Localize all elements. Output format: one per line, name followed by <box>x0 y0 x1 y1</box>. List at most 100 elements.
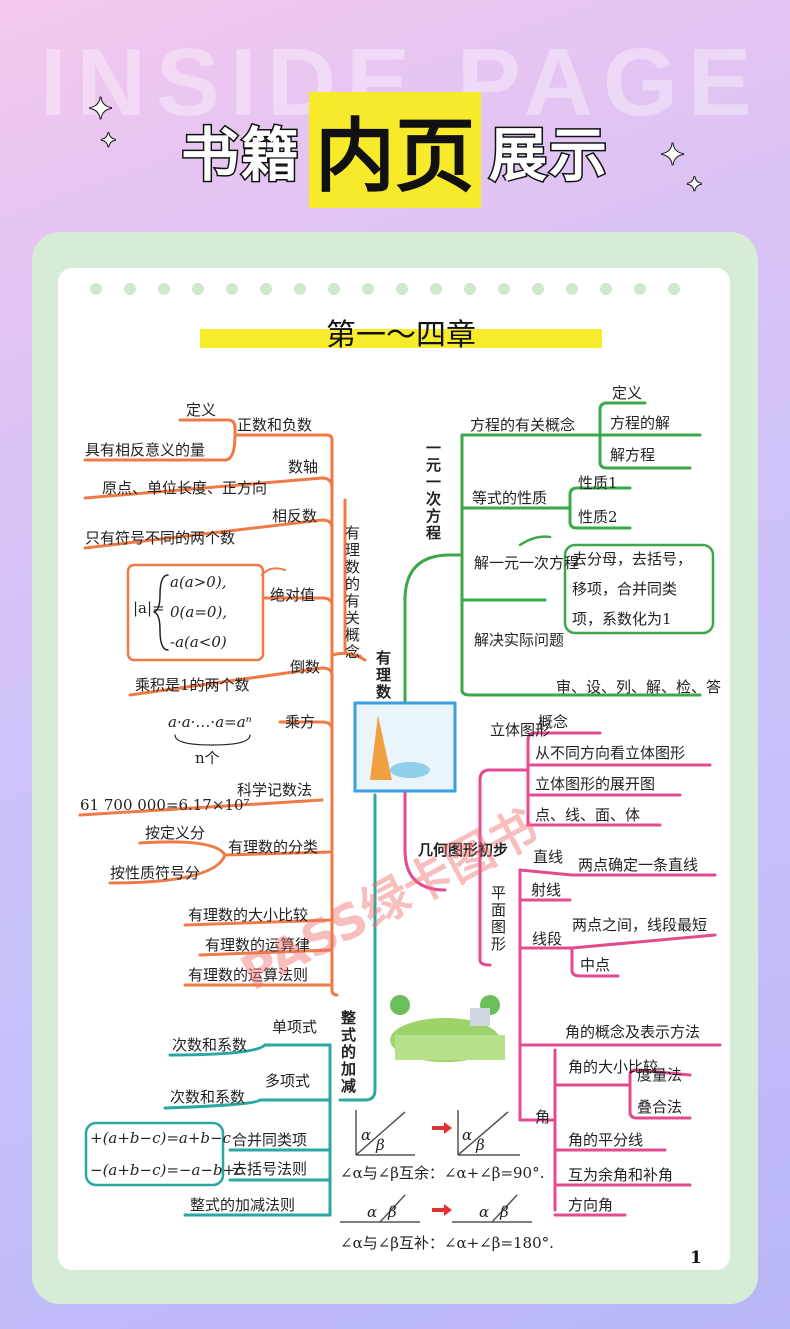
node-comp-supp: 互为余角和补角 <box>568 1166 673 1184</box>
node-prop1: 性质1 <box>578 474 618 492</box>
node-measure: 度量法 <box>637 1066 682 1084</box>
page-number: 1 <box>690 1248 702 1268</box>
arrow-icon <box>261 567 286 576</box>
bracket-rule-box <box>84 1121 225 1187</box>
node-midpoint: 中点 <box>580 956 610 974</box>
node-prop2: 性质2 <box>578 508 618 526</box>
underbrace-icon <box>174 734 251 746</box>
steps-line1: 去分母，去括号， <box>572 550 692 568</box>
angle-alpha: α <box>367 1203 377 1221</box>
binding-dot <box>294 283 306 295</box>
node-add-sub-rule: 整式的加减法则 <box>190 1196 295 1214</box>
binding-dot <box>464 283 476 295</box>
angle-alpha: α <box>479 1203 489 1221</box>
geometry-branch-lines <box>403 731 722 1217</box>
node-views: 从不同方向看立体图形 <box>535 744 685 762</box>
header-title-highlight: 内页 <box>309 92 481 208</box>
node-positive-negative: 正数和负数 <box>237 416 312 434</box>
chapter-title: 第一～四章 <box>200 310 602 353</box>
rational-branch-lines <box>78 418 367 997</box>
abs-value-box <box>126 563 265 662</box>
node-equality-properties: 等式的性质 <box>472 489 547 507</box>
node-by-definition: 按定义分 <box>145 824 205 842</box>
header-title-part1: 书籍 <box>179 120 301 191</box>
equation-branch-lines <box>403 401 702 722</box>
node-angle-compare: 角的大小比较 <box>568 1058 658 1076</box>
node-remove-brackets: 去括号法则 <box>232 1160 307 1178</box>
node-sci-notation: 科学记数法 <box>237 781 312 799</box>
node-monomial: 单项式 <box>272 1018 317 1036</box>
node-poly-desc: 次数和系数 <box>170 1088 245 1106</box>
node-solve-equation: 解方程 <box>610 446 655 464</box>
park-illustration <box>390 995 505 1062</box>
node-nets: 立体图形的展开图 <box>535 775 655 793</box>
node-bisector: 角的平分线 <box>568 1131 643 1149</box>
rocket-icon <box>370 715 392 780</box>
node-classification: 有理数的分类 <box>228 838 318 856</box>
water-icon <box>390 762 430 778</box>
binding-dot <box>396 283 408 295</box>
brace-icon <box>153 574 169 651</box>
node-power: 乘方 <box>285 713 315 731</box>
abs-case1: a(a>0), <box>170 573 226 591</box>
arrow-right-icon <box>444 1122 452 1134</box>
bracket-rule2: −(a+b−c)=−a−b+c <box>90 1161 244 1179</box>
center-image <box>353 701 457 793</box>
binding-dot <box>260 283 272 295</box>
header-title-part3: 展示 <box>487 120 610 191</box>
node-line-desc: 两点确定一条直线 <box>578 856 698 874</box>
node-geometry: 几何图形初步 <box>418 841 508 859</box>
node-reciprocal-desc: 乘积是1的两个数 <box>135 676 250 694</box>
title-highlight-bar <box>200 329 602 348</box>
node-equation-concepts: 方程的有关概念 <box>470 416 575 434</box>
node-mono-desc: 次数和系数 <box>172 1036 247 1054</box>
binding-dot <box>90 283 102 295</box>
arrow-right-icon <box>444 1204 452 1216</box>
node-point-line-face-body: 点、线、面、体 <box>535 806 640 824</box>
node-by-sign: 按性质符号分 <box>110 864 200 882</box>
binding-dot <box>362 283 374 295</box>
supp-formula: ∠α与∠β互补：∠α+∠β=180°. <box>340 1234 554 1252</box>
binding-dot <box>498 283 510 295</box>
node-line: 直线 <box>533 848 563 866</box>
steps-line2: 移项，合并同类 <box>572 580 677 598</box>
node-number-line: 数轴 <box>288 458 318 476</box>
node-angle-concept: 角的概念及表示方法 <box>565 1023 700 1041</box>
node-opposite-meaning: 具有相反意义的量 <box>85 441 205 459</box>
angle-diagrams <box>340 1110 532 1223</box>
node-rational-concepts: 有理数的有关概念 <box>343 525 361 661</box>
angle-beta: β <box>387 1203 397 1221</box>
angle-alpha: α <box>462 1126 472 1144</box>
binding-dot <box>158 283 170 295</box>
sparkle-icon: ✦ <box>99 127 118 153</box>
node-rules: 有理数的运算法则 <box>188 966 308 984</box>
sci-example: 61 700 000=6.17×10⁷ <box>80 796 250 814</box>
node-linear-equation: 一元一次方程 <box>424 440 442 542</box>
node-polynomial: 多项式 <box>265 1072 310 1090</box>
node-plane-figure: 平面图形 <box>489 885 507 953</box>
binding-dot <box>192 283 204 295</box>
binding-dot <box>634 283 646 295</box>
binding-dot <box>328 283 340 295</box>
power-formula: a·a·…·a=aⁿ <box>168 713 252 731</box>
node-solve-linear: 解一元一次方程 <box>474 554 579 572</box>
power-count: n个 <box>195 749 220 767</box>
node-origin-unit-dir: 原点、单位长度、正方向 <box>102 479 267 497</box>
node-combine-like-terms: 合并同类项 <box>232 1131 307 1149</box>
page-header: 书籍 内页 展示 <box>0 92 790 208</box>
node-abs-value: 绝对值 <box>270 586 315 604</box>
sparkle-icon: ✦ <box>659 137 686 174</box>
node-definition: 定义 <box>186 401 216 419</box>
steps-line3: 项，系数化为1 <box>572 610 672 628</box>
equation-steps-box <box>518 535 715 635</box>
binding-dot <box>226 283 238 295</box>
node-practical-steps: 审、设、列、解、检、答 <box>556 678 721 696</box>
angle-beta: β <box>375 1136 385 1154</box>
node-segment-desc: 两点之间，线段最短 <box>572 916 707 934</box>
node-reciprocal: 倒数 <box>290 658 320 676</box>
node-opposite-desc: 只有符号不同的两个数 <box>85 529 235 547</box>
node-overlap: 叠合法 <box>637 1098 682 1116</box>
angle-beta: β <box>499 1203 509 1221</box>
node-eq-solution: 方程的解 <box>610 414 670 432</box>
sparkle-icon: ✦ <box>87 91 114 128</box>
